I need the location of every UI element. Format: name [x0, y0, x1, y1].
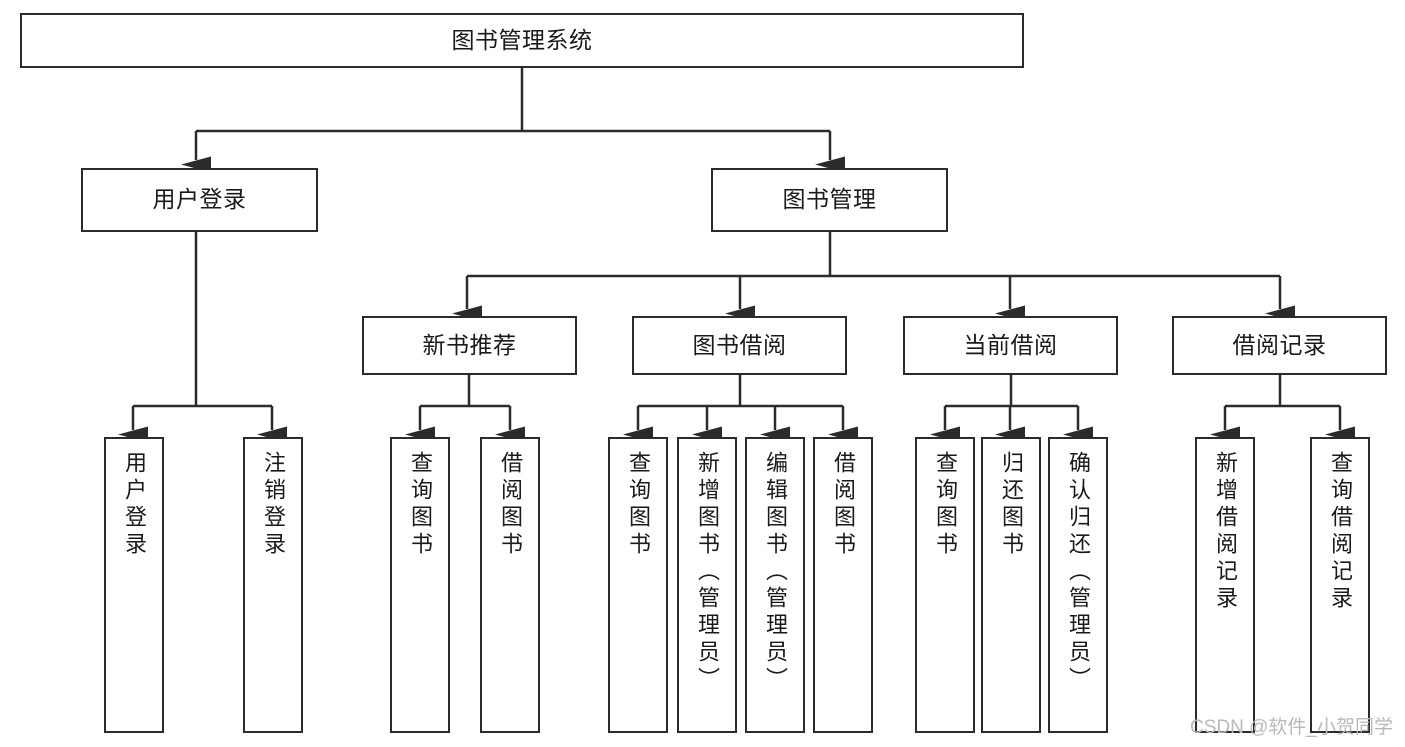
leaf-add-borrow-record[interactable]: 新增借阅记录	[1195, 437, 1255, 733]
leaf-query-book-recommend[interactable]: 查询图书	[390, 437, 450, 733]
leaf-query-book-current[interactable]: 查询图书	[915, 437, 975, 733]
node-label: 查询图书	[626, 451, 651, 559]
node-label: 当前借阅	[963, 331, 1058, 358]
node-label: 借阅记录	[1232, 331, 1327, 358]
node-label: 用户登录	[122, 451, 147, 559]
node-new-book-recommend[interactable]: 新书推荐	[362, 316, 577, 375]
node-label: 新增借阅记录	[1213, 451, 1238, 613]
leaf-user-logout[interactable]: 注销登录	[243, 437, 303, 733]
node-label: 确认归还（管理员）	[1066, 451, 1091, 694]
node-label: 图书借阅	[692, 331, 787, 358]
node-label: 查询图书	[408, 451, 433, 559]
node-borrow-record[interactable]: 借阅记录	[1172, 316, 1387, 375]
node-label: 归还图书	[999, 451, 1024, 559]
leaf-borrow-book-recommend[interactable]: 借阅图书	[480, 437, 540, 733]
node-root-system[interactable]: 图书管理系统	[20, 13, 1024, 68]
node-book-manage[interactable]: 图书管理	[711, 168, 948, 232]
leaf-query-borrow-record[interactable]: 查询借阅记录	[1310, 437, 1370, 733]
leaf-confirm-return-admin[interactable]: 确认归还（管理员）	[1048, 437, 1108, 733]
node-label: 注销登录	[261, 451, 286, 559]
node-label: 图书管理系统	[451, 26, 593, 53]
leaf-return-book[interactable]: 归还图书	[981, 437, 1041, 733]
node-label: 借阅图书	[831, 451, 856, 559]
node-label: 新增图书（管理员）	[695, 451, 720, 694]
node-label: 编辑图书（管理员）	[763, 451, 788, 694]
leaf-add-book-admin[interactable]: 新增图书（管理员）	[677, 437, 737, 733]
leaf-edit-book-admin[interactable]: 编辑图书（管理员）	[745, 437, 805, 733]
node-user-login[interactable]: 用户登录	[81, 168, 318, 232]
node-label: 图书管理	[782, 186, 877, 213]
node-label: 查询借阅记录	[1328, 451, 1353, 613]
leaf-user-login[interactable]: 用户登录	[104, 437, 164, 733]
leaf-query-book-borrow[interactable]: 查询图书	[608, 437, 668, 733]
node-label: 新书推荐	[422, 331, 517, 358]
leaf-borrow-book-borrow[interactable]: 借阅图书	[813, 437, 873, 733]
node-current-borrow[interactable]: 当前借阅	[903, 316, 1118, 375]
csdn-watermark: CSDN @软件_小贺同学	[1190, 717, 1393, 738]
node-label: 借阅图书	[498, 451, 523, 559]
node-label: 用户登录	[152, 186, 247, 213]
node-book-borrow[interactable]: 图书借阅	[632, 316, 847, 375]
node-label: 查询图书	[933, 451, 958, 559]
